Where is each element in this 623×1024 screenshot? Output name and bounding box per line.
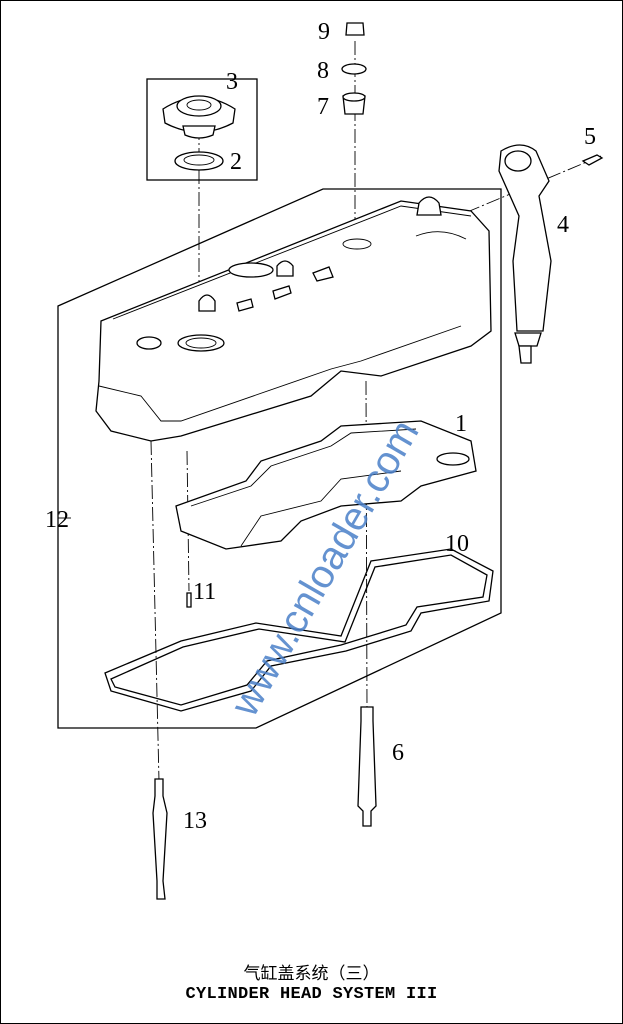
part-1-baffle-plate: [175, 420, 477, 550]
callout-9: 9: [318, 19, 330, 45]
callout-7: 7: [317, 94, 329, 120]
part-6-stud: [357, 706, 377, 827]
callout-1: 1: [455, 411, 467, 437]
part-5-bolt: [581, 154, 604, 166]
callout-6: 6: [392, 740, 404, 766]
callout-11: 11: [193, 579, 216, 605]
cap-frame: [146, 78, 258, 181]
part-13-stud: [152, 778, 168, 900]
group-frame-12: [57, 188, 502, 729]
callout-10: 10: [445, 531, 469, 557]
part-4-breather-pipe: [498, 144, 552, 332]
part-2-seal-ring: [174, 151, 224, 171]
part-3-filler-cap: [162, 95, 236, 139]
callout-12: 12: [45, 507, 69, 533]
callout-8: 8: [317, 58, 329, 84]
callout-13: 13: [183, 808, 207, 834]
valve-cover: [95, 196, 492, 442]
part-11-screw: [186, 592, 192, 608]
part-9-cap-nut: [345, 22, 365, 36]
callout-labels: 1 2 3 4 5 6 7 8 9 10 11 12 13: [45, 19, 596, 834]
part-10-gasket: [104, 548, 494, 712]
caption-chinese: 气缸盖系统（三）: [243, 964, 380, 984]
part-8-washer: [341, 63, 367, 75]
callout-5: 5: [584, 124, 596, 150]
caption-english: CYLINDER HEAD SYSTEM III: [185, 985, 438, 1004]
callout-3: 3: [226, 69, 238, 95]
callout-2: 2: [230, 149, 242, 175]
callout-4: 4: [557, 212, 569, 238]
